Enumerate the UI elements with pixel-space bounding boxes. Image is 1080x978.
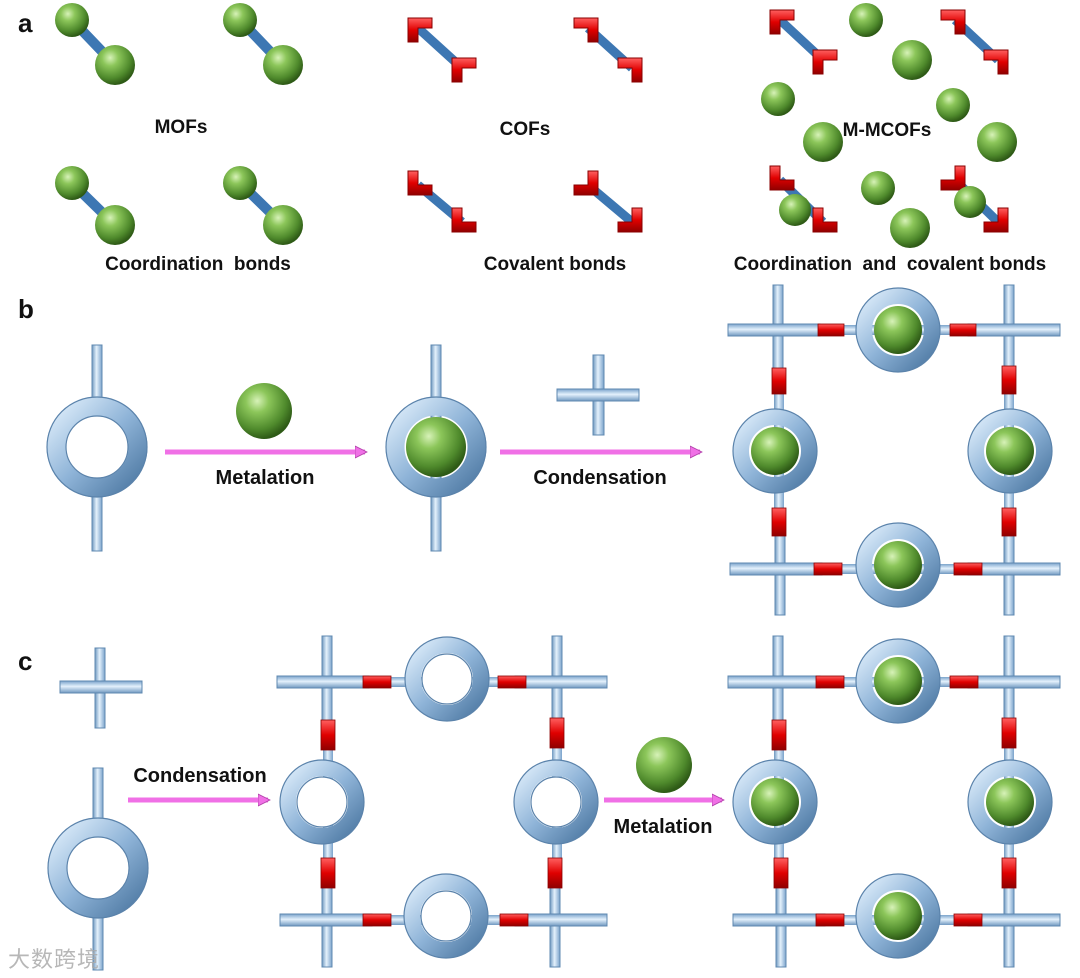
covalent-bonds-label: Covalent bonds bbox=[484, 254, 627, 275]
cof-cube: COFs bbox=[407, 17, 643, 233]
condensation-label-b: Condensation bbox=[533, 467, 666, 489]
mcof-cube: M-MCOFs bbox=[761, 3, 1017, 248]
coordination-bonds-label: Coordination bonds bbox=[105, 254, 291, 275]
mcof-framework-c bbox=[727, 635, 1061, 968]
metal-ion-c-icon bbox=[636, 737, 692, 793]
panel-c-letter: c bbox=[18, 646, 32, 676]
cof-framework-c bbox=[276, 635, 608, 968]
mof-name-label: MOFs bbox=[155, 117, 208, 138]
condensation-label-c: Condensation bbox=[133, 765, 266, 787]
linker-ring-icon bbox=[46, 344, 148, 552]
cross-linker-icon bbox=[556, 354, 640, 436]
panel-b-letter: b bbox=[18, 294, 34, 324]
metal-node-icon bbox=[55, 3, 89, 37]
metal-ion-icon bbox=[236, 383, 292, 439]
metallated-linker-icon bbox=[385, 344, 487, 552]
linker-ring-c-icon bbox=[47, 767, 149, 971]
cof-name-label: COFs bbox=[500, 119, 551, 140]
mcof-name-label: M-MCOFs bbox=[843, 120, 932, 141]
metalation-label-c: Metalation bbox=[614, 816, 713, 838]
coordination-covalent-bonds-label: Coordination and covalent bonds bbox=[734, 254, 1046, 275]
watermark: 大数跨境 bbox=[8, 948, 101, 973]
mcof-framework-b bbox=[727, 284, 1061, 616]
metalation-label-b: Metalation bbox=[216, 467, 315, 489]
mof-cube: MOFs bbox=[55, 3, 303, 245]
cross-linker-c-icon bbox=[59, 647, 143, 729]
panel-a-letter: a bbox=[18, 8, 33, 38]
